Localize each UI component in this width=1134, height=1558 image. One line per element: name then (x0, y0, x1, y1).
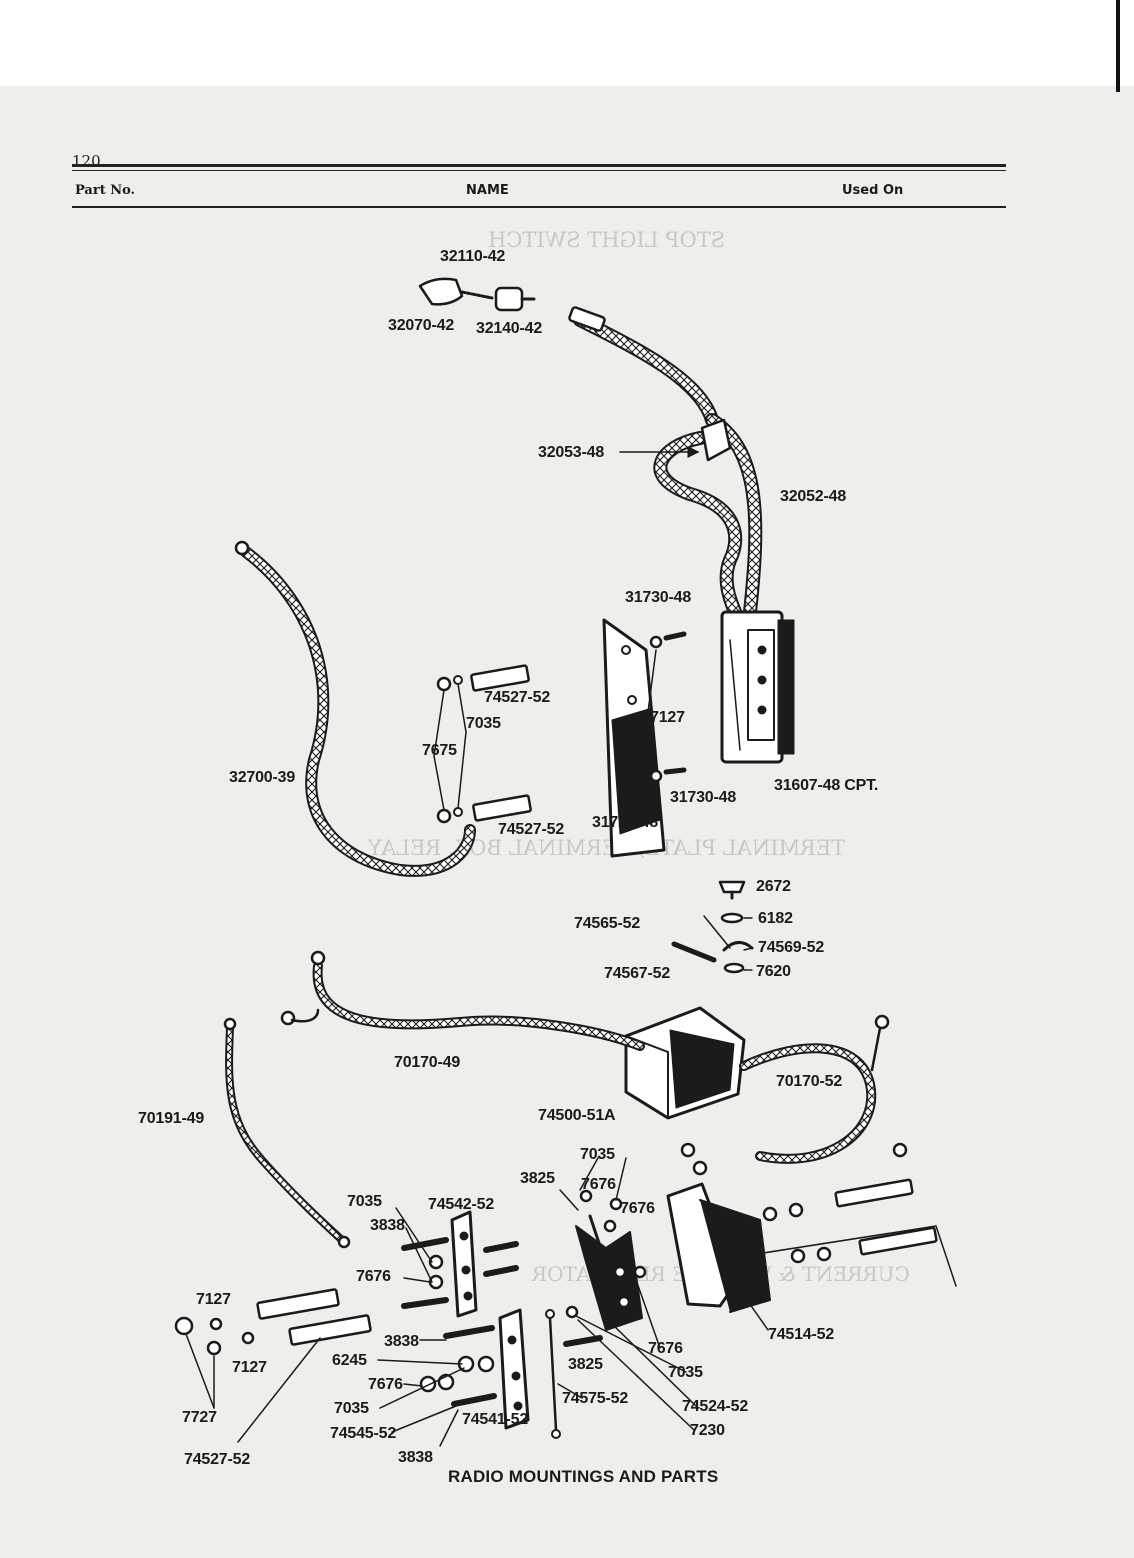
callout-31607-48-cpt: 31607-48 CPT. (774, 777, 879, 794)
callout-3838-b: 3838 (384, 1333, 419, 1350)
header-rule-bottom (72, 206, 1006, 208)
callout-7620: 7620 (756, 963, 791, 980)
callout-74569-52: 74569-52 (758, 939, 825, 956)
callout-74565-52: 74565-52 (574, 915, 641, 932)
antenna-cap-assembly (418, 277, 536, 312)
figure-caption: RADIO MOUNTINGS AND PARTS (448, 1467, 719, 1486)
callout-74527-52-mid: 74527-52 (498, 821, 565, 838)
callout-74524-52: 74524-52 (682, 1398, 749, 1415)
bracket-74524-52 (575, 1214, 643, 1331)
callout-74575-52: 74575-52 (562, 1390, 629, 1407)
callout-74527-52-low: 74527-52 (184, 1451, 251, 1468)
bracket-74542-52 (450, 1210, 478, 1318)
callout-70170-52: 70170-52 (776, 1073, 843, 1090)
binding-edge (1116, 0, 1120, 92)
callout-3838-c: 3838 (398, 1449, 433, 1466)
callout-7035-a: 7035 (580, 1146, 615, 1163)
filter-condenser-box (720, 610, 795, 764)
callout-74541-52: 74541-52 (462, 1411, 529, 1428)
standoffs-lower (256, 1178, 938, 1346)
callout-32053-48: 32053-48 (538, 444, 605, 461)
callout-70170-49: 70170-49 (394, 1054, 461, 1071)
callout-74500-51a: 74500-51A (538, 1107, 616, 1124)
antenna-lead-cable (568, 306, 719, 427)
callout-7035-b: 7035 (347, 1193, 382, 1210)
callout-7676-e: 7676 (368, 1376, 403, 1393)
callout-7127-b: 7127 (196, 1291, 231, 1308)
callout-7127-c: 7127 (232, 1359, 267, 1376)
callout-7035-upper: 7035 (466, 715, 501, 732)
callout-7675: 7675 (422, 742, 457, 759)
callout-32070-42: 32070-42 (388, 317, 455, 334)
col-header-name: NAME (466, 183, 509, 198)
ground-strap-cable (234, 540, 476, 877)
callout-7676-d: 7676 (648, 1340, 683, 1357)
callout-70191-49: 70191-49 (138, 1110, 205, 1127)
cable-70170-49 (280, 950, 645, 1051)
callout-7035-d: 7035 (334, 1400, 369, 1417)
callout-3825-b: 3825 (568, 1356, 603, 1373)
cable-70191-49 (223, 1017, 351, 1249)
callout-32700-39: 32700-39 (229, 769, 296, 786)
col-header-used-on: Used On (842, 183, 904, 198)
callout-7230: 7230 (690, 1422, 725, 1439)
callout-32052-48: 32052-48 (780, 488, 847, 505)
callout-7035-c: 7035 (668, 1364, 703, 1381)
bracket-74514-52 (666, 1182, 771, 1313)
callout-2672: 2672 (756, 878, 791, 895)
col-header-part-no: Part No. (75, 183, 136, 198)
cable-70170-52 (680, 1014, 908, 1176)
callout-32110-42: 32110-42 (440, 248, 506, 265)
mounting-plate (602, 618, 666, 858)
callout-3838-a: 3838 (370, 1217, 405, 1234)
shielded-lead-cable (653, 413, 763, 619)
callout-7676-b: 7676 (620, 1200, 655, 1217)
bolts-3838 (401, 1237, 603, 1407)
callout-32140-42: 32140-42 (476, 320, 543, 337)
callout-74545-52: 74545-52 (330, 1425, 397, 1442)
callout-7127-upper: 7127 (650, 709, 685, 726)
callout-74514-52: 74514-52 (768, 1326, 835, 1343)
callout-74567-52: 74567-52 (604, 965, 671, 982)
callout-7676-a: 7676 (581, 1176, 616, 1193)
strap-74575-52 (545, 1309, 561, 1439)
callout-3825-a: 3825 (520, 1170, 555, 1187)
callout-31726-48: 31726-48 (592, 814, 659, 831)
callout-74527-52-upper: 74527-52 (484, 689, 551, 706)
header-rule-top-thin (72, 170, 1006, 171)
nuts-and-washers (174, 1189, 832, 1393)
callout-31730-48-low: 31730-48 (670, 789, 737, 806)
callout-74542-52: 74542-52 (428, 1196, 495, 1213)
bracket-74541-52 (498, 1308, 530, 1430)
callout-7676-c: 7676 (356, 1268, 391, 1285)
leader-lines (185, 446, 957, 1447)
callout-31730-48-top: 31730-48 (625, 589, 692, 606)
callout-6245: 6245 (332, 1352, 367, 1369)
callout-6182: 6182 (758, 910, 793, 927)
screws-31730-48 (649, 631, 687, 783)
header-rule-top (72, 164, 1006, 167)
relay-regulator-unit (624, 1006, 746, 1120)
callout-7727: 7727 (182, 1409, 217, 1426)
terminal-box-screw-stack (671, 880, 754, 974)
